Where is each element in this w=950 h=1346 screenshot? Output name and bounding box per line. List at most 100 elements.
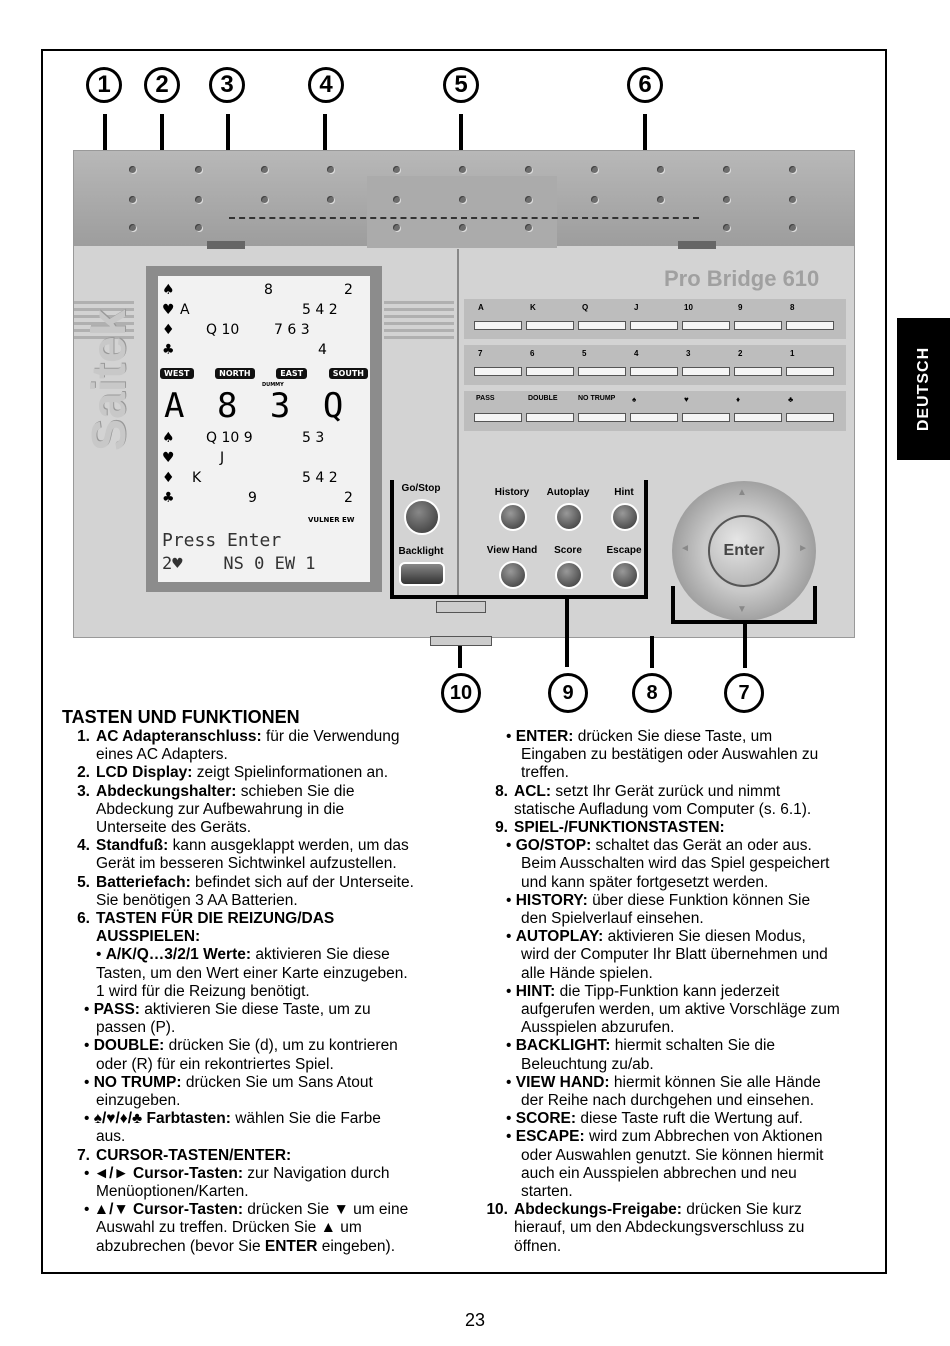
left-column: 1.AC Adapteranschluss: für die Verwendun… (68, 728, 468, 1256)
bid-key[interactable] (630, 413, 678, 422)
hint-button[interactable] (611, 503, 639, 531)
cover-hole (459, 196, 466, 203)
cover-hole (393, 196, 400, 203)
item-9-escape-cont: starten. (521, 1183, 573, 1201)
callout-6: 6 (627, 67, 663, 103)
item-6-pass-cont: passen (P). (96, 1019, 176, 1037)
bracket-9-right (644, 480, 648, 599)
rank-key[interactable] (682, 321, 730, 330)
rank-key[interactable] (526, 321, 574, 330)
cover-hole (195, 196, 202, 203)
bid-key[interactable] (578, 413, 626, 422)
rank-key[interactable] (786, 321, 834, 330)
cover-hole (591, 196, 598, 203)
cover-hole (789, 196, 796, 203)
rank-key[interactable] (578, 321, 626, 330)
item-6-pass: • PASS: aktivieren Sie diese Taste, um z… (84, 1001, 371, 1019)
rank-keys-row-1: A K Q J 10 9 8 (464, 299, 846, 339)
score-button[interactable] (555, 561, 583, 589)
item-7-enter-cont: Eingaben zu bestätigen oder Auswahlen zu (521, 746, 819, 764)
item-10: 10.Abdeckungs-Freigabe: drücken Sie kurz (486, 1201, 802, 1219)
bid-key[interactable] (682, 413, 730, 422)
bracket-9-left (390, 480, 394, 599)
bid-keys-row: PASS DOUBLE NO TRUMP ♠ ♥ ♦ ♣ (464, 391, 846, 431)
escape-button[interactable] (611, 561, 639, 589)
item-9: 9.SPIEL-/FUNKTIONSTASTEN: (495, 819, 725, 837)
item-5: 5.Batteriefach: befindet sich auf der Un… (77, 873, 414, 891)
right-column: • ENTER: drücken Sie diese Taste, um Ein… (486, 728, 881, 1256)
rank-label: 8 (790, 303, 795, 312)
vulner-indicator: VULNER EW (308, 516, 355, 524)
cursor-down-icon[interactable]: ▼ (737, 604, 747, 615)
rank-label: 7 (478, 349, 483, 358)
item-9-history: • HISTORY: über diese Funktion können Si… (506, 891, 811, 909)
hint-label: Hint (614, 487, 634, 498)
cover-release-tab (430, 636, 492, 646)
bid-key[interactable] (526, 413, 574, 422)
item-6-cont: AUSSPIELEN: (96, 928, 201, 946)
rank-key[interactable] (734, 321, 782, 330)
rank-key[interactable] (578, 367, 626, 376)
rank-key[interactable] (630, 321, 678, 330)
lcd-big-readout: A 8 3 Q (164, 386, 350, 426)
item-3-cont: Abdeckung zur Aufbewahrung in die (96, 800, 345, 818)
rank-key[interactable] (526, 367, 574, 376)
item-7: 7.CURSOR-TASTEN/ENTER: (77, 1146, 292, 1164)
item-9-score: • SCORE: diese Taste ruft die Wertung au… (506, 1110, 803, 1128)
vent (384, 329, 454, 332)
view-hand-label: View Hand (486, 545, 538, 556)
autoplay-button[interactable] (555, 503, 583, 531)
go-stop-button[interactable] (404, 499, 440, 535)
vent (74, 308, 134, 311)
cover-hole (525, 196, 532, 203)
item-7-updown: • ▲/▼ Cursor-Tasten: drücken Sie ▼ um ei… (84, 1201, 409, 1219)
maker-logo: Saitek (83, 309, 136, 451)
rank-key[interactable] (734, 367, 782, 376)
callout-2: 2 (144, 67, 180, 103)
bid-key[interactable] (786, 413, 834, 422)
leader-line-10 (458, 640, 462, 668)
rank-label: 3 (686, 349, 691, 358)
item-6-suits: • ♠/♥/♦/♣ Farbtasten: wählen Sie die Far… (84, 1110, 381, 1128)
rank-keys-row-2: 7 6 5 4 3 2 1 (464, 345, 846, 385)
item-9-escape: • ESCAPE: wird zum Abbrechen von Aktione… (506, 1128, 823, 1146)
cover-holder (678, 241, 716, 249)
history-label: History (494, 487, 530, 498)
backlight-button[interactable] (399, 562, 445, 586)
item-9-hint-cont: Ausspielen abzurufen. (521, 1019, 675, 1037)
history-button[interactable] (499, 503, 527, 531)
rank-key[interactable] (630, 367, 678, 376)
cover-release[interactable] (436, 601, 486, 613)
vent (384, 322, 454, 325)
cursor-left-icon[interactable]: ◄ (680, 543, 690, 554)
cover-hole (657, 166, 664, 173)
vent (74, 336, 134, 339)
vent (74, 329, 134, 332)
enter-button[interactable]: Enter (708, 515, 780, 587)
cursor-pad[interactable]: ▲ ▼ ◄ ► Enter (672, 481, 816, 621)
item-1: 1.AC Adapteranschluss: für die Verwendun… (77, 728, 400, 745)
rank-key[interactable] (474, 367, 522, 376)
rank-key[interactable] (682, 367, 730, 376)
bid-label: ♣ (788, 395, 794, 404)
battery-cover (367, 176, 557, 248)
item-6: 6.TASTEN FÜR DIE REIZUNG/DAS (77, 910, 335, 928)
item-10-cont: öffnen. (514, 1237, 562, 1255)
item-9-hint-cont: aufgerufen werden, um aktive Vorschläge … (521, 1001, 840, 1019)
lcd-line-1: Press Enter (162, 530, 282, 551)
dummy-indicator: DUMMY (262, 382, 284, 388)
rank-key[interactable] (786, 367, 834, 376)
view-hand-button[interactable] (499, 561, 527, 589)
page-frame (41, 49, 887, 1274)
cursor-right-icon[interactable]: ► (798, 543, 808, 554)
bid-key[interactable] (474, 413, 522, 422)
rank-key[interactable] (474, 321, 522, 330)
cursor-up-icon[interactable]: ▲ (737, 487, 747, 498)
cover-hole (129, 224, 136, 231)
bid-key[interactable] (734, 413, 782, 422)
cover-hole (195, 166, 202, 173)
